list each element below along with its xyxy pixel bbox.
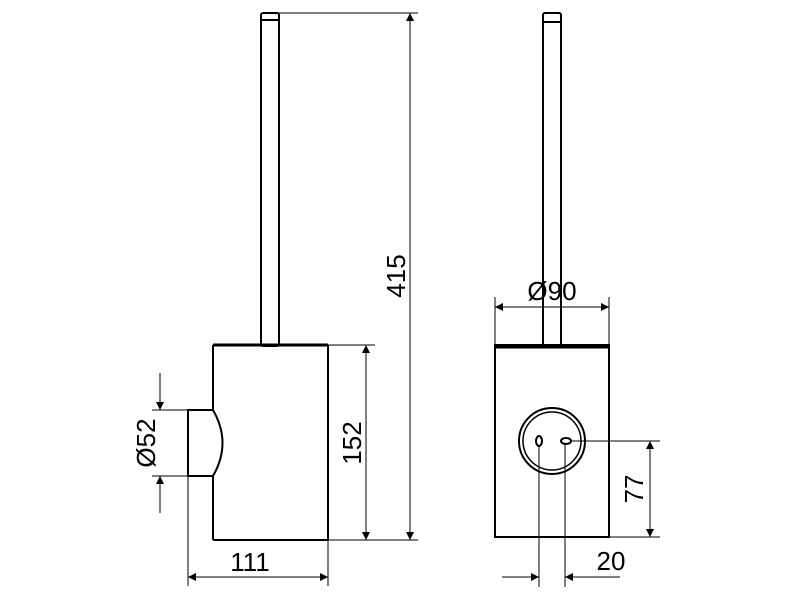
dimension-label: 415 bbox=[381, 254, 411, 297]
side-view: 415 152 Ø52 111 bbox=[131, 12, 418, 586]
dimension-body-diameter: Ø90 bbox=[494, 276, 610, 345]
dimension-label: Ø52 bbox=[131, 418, 161, 467]
dimension-label: 77 bbox=[619, 475, 649, 504]
dimension-body-depth: 111 bbox=[187, 476, 329, 586]
dimension-label: 111 bbox=[230, 547, 270, 577]
dimension-label: Ø90 bbox=[527, 276, 576, 306]
dimension-knob-diameter: Ø52 bbox=[131, 373, 188, 513]
dimension-body-height: 152 bbox=[328, 344, 375, 540]
dimension-total-height: 415 bbox=[279, 12, 418, 541]
front-view: Ø90 77 20 bbox=[494, 12, 660, 587]
screw-hole bbox=[560, 437, 572, 445]
handle bbox=[260, 12, 280, 347]
holder-body bbox=[212, 343, 329, 541]
dimension-mount-height: 77 bbox=[570, 440, 660, 538]
screw-hole bbox=[535, 435, 543, 447]
dimension-label: 152 bbox=[337, 421, 367, 464]
wall-knob bbox=[187, 409, 224, 477]
dimension-hole-spacing: 20 bbox=[502, 444, 625, 587]
dimension-label: 20 bbox=[597, 546, 626, 576]
